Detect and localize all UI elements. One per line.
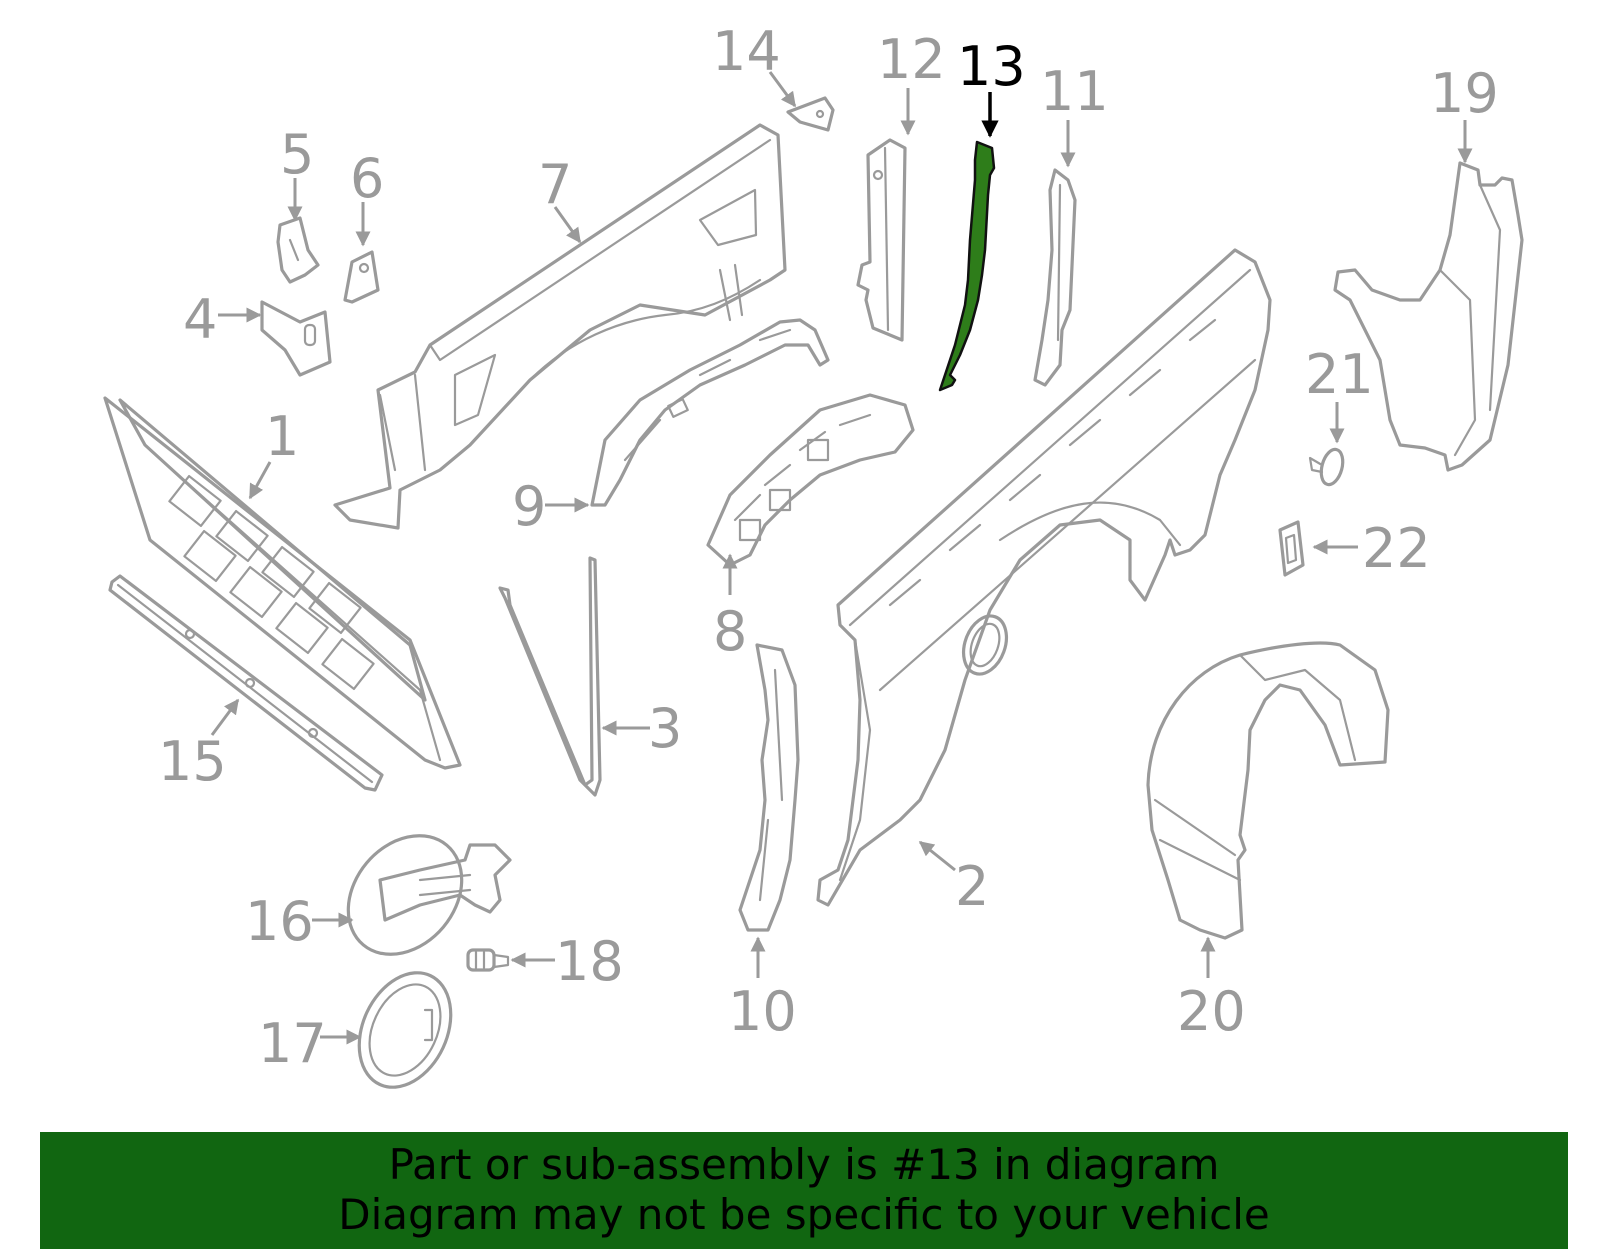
- part-20-wheelhouse-liner: [1146, 641, 1390, 940]
- callout-3: 3: [648, 697, 682, 760]
- part-14-clip: [786, 96, 835, 132]
- part-11-pillar: [1033, 168, 1077, 387]
- part-22-clip: [1278, 520, 1305, 577]
- part-17-fuel-door-panel: [357, 971, 453, 1089]
- callout-14: 14: [712, 20, 781, 83]
- callout-2: 2: [955, 855, 989, 918]
- callout-10: 10: [728, 980, 797, 1043]
- part-16-fuel-door: [346, 834, 512, 956]
- callout-1: 1: [265, 405, 299, 468]
- part-18-screw: [466, 948, 510, 972]
- callout-21: 21: [1305, 343, 1374, 406]
- callout-6: 6: [350, 147, 384, 210]
- callout-17: 17: [258, 1012, 327, 1075]
- part-5-bracket: [276, 216, 320, 284]
- callout-11: 11: [1040, 60, 1109, 123]
- leader-lines: [210, 71, 1473, 1045]
- callout-19: 19: [1430, 62, 1499, 125]
- part-2-outer-panel: [816, 248, 1272, 907]
- callout-15: 15: [158, 730, 227, 793]
- part-12-pillar: [856, 138, 907, 342]
- callout-5: 5: [280, 123, 314, 186]
- callout-13-highlighted: 13: [957, 35, 1026, 98]
- callout-20: 20: [1177, 980, 1246, 1043]
- callout-16: 16: [245, 890, 314, 953]
- part-1-front-panel: [103, 396, 462, 770]
- callout-18: 18: [555, 930, 624, 993]
- callout-9: 9: [512, 475, 546, 538]
- part-13-highlighted: [938, 140, 996, 392]
- info-banner: Part or sub-assembly is #13 in diagram D…: [40, 1132, 1568, 1249]
- part-10-reinforcement: [738, 643, 800, 932]
- banner-line-1: Part or sub-assembly is #13 in diagram: [388, 1140, 1220, 1189]
- part-8-arch-liner: [706, 393, 915, 567]
- part-3-seal: [498, 556, 602, 797]
- part-4-bracket: [260, 300, 332, 377]
- part-21-clip: [1308, 447, 1345, 487]
- callout-labels: 1 2 3 4 5 6 7 8 9 10 11 12 13 14 15 16 1…: [158, 20, 1499, 1075]
- part-15-rail: [108, 574, 384, 792]
- part-6-bracket: [343, 250, 380, 304]
- callout-8: 8: [713, 600, 747, 663]
- part-9-arch-bracket: [590, 318, 830, 507]
- callout-12: 12: [877, 28, 946, 91]
- part-7-inner-side-panel: [333, 123, 787, 530]
- part-19-splash-shield: [1333, 161, 1524, 472]
- callout-22: 22: [1362, 517, 1431, 580]
- callout-4: 4: [183, 288, 217, 351]
- banner-line-2: Diagram may not be specific to your vehi…: [338, 1190, 1270, 1239]
- callout-7: 7: [538, 153, 572, 216]
